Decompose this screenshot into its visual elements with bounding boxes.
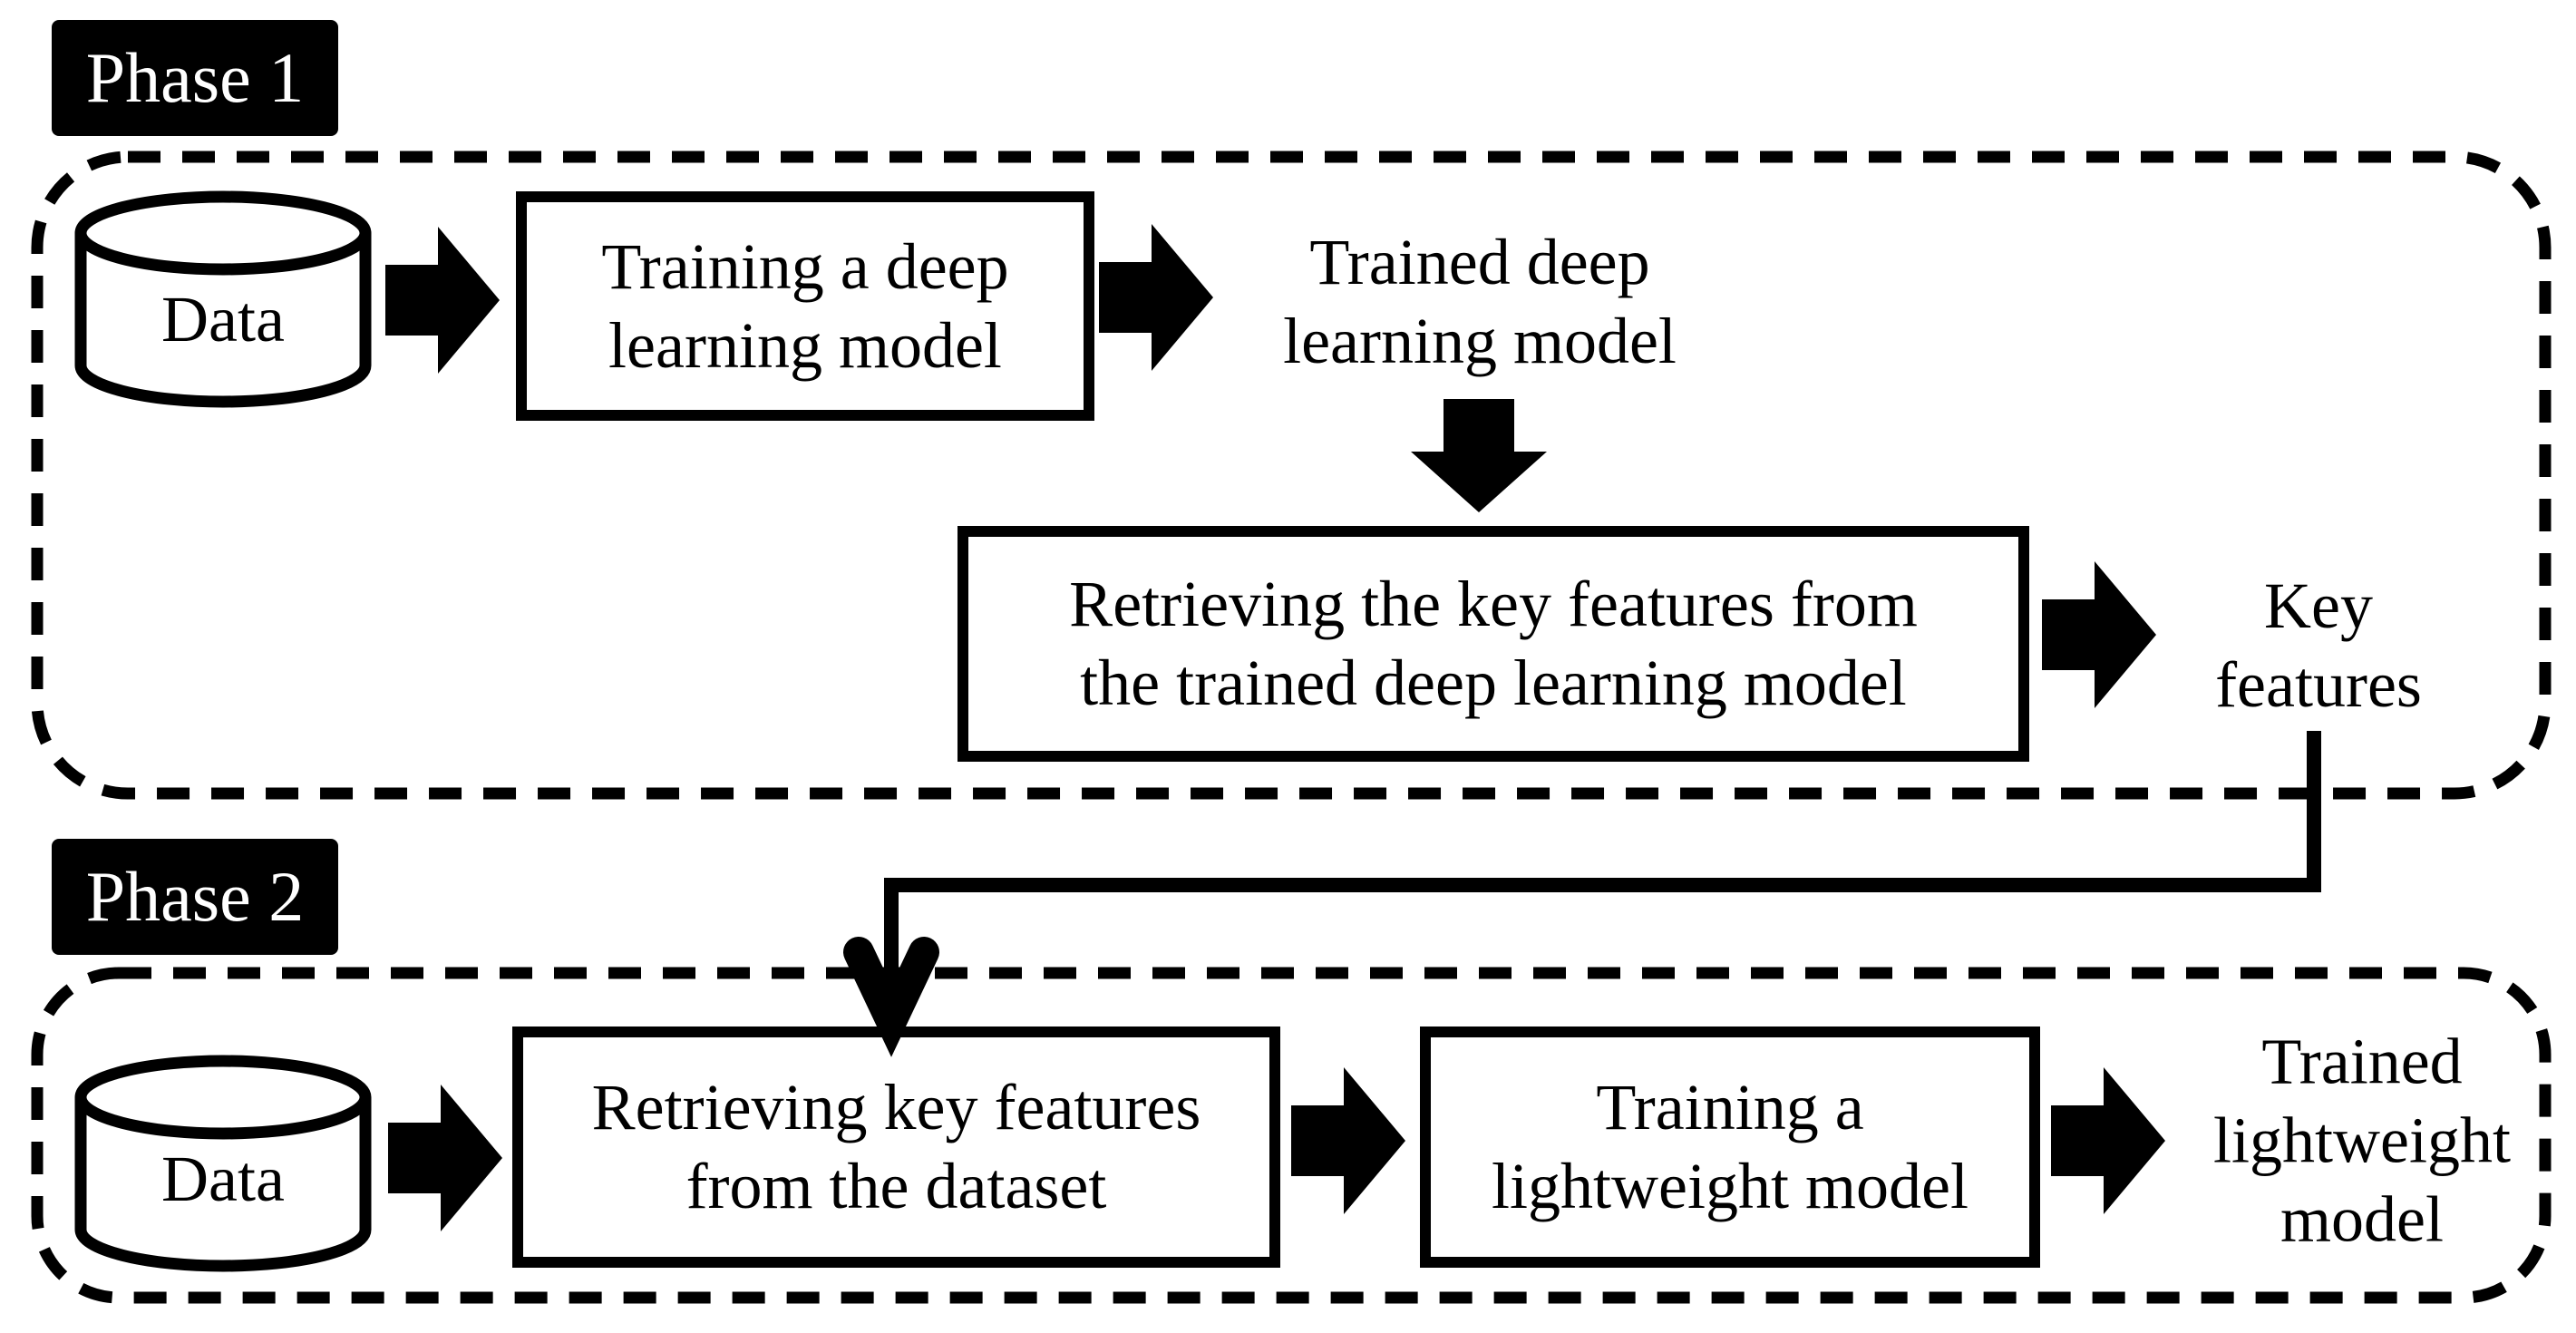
- phase1-dashed-container: [31, 151, 2552, 800]
- block-arrow-down-icon: [1411, 399, 1547, 512]
- phase2-data-label: Data: [161, 1143, 285, 1215]
- phase2-training-lightweight-model-box: Training a lightweight model: [1420, 1027, 2040, 1268]
- phase2-retrieving-key-features-text: Retrieving key features from the dataset: [591, 1071, 1201, 1222]
- block-arrow-icon: [1291, 1067, 1405, 1214]
- key-features-label: Key features: [2215, 569, 2422, 721]
- phase2-label-text: Phase 2: [85, 857, 305, 936]
- block-arrow-icon: [388, 1085, 502, 1231]
- phase1-training-deep-model-text: Training a deep learning model: [601, 229, 1009, 382]
- phase2-label: Phase 2: [52, 839, 338, 955]
- phase1-label: Phase 1: [52, 20, 338, 136]
- phase1-data-label: Data: [161, 283, 285, 355]
- trained-lightweight-model-label: Trained lightweight model: [2213, 1025, 2511, 1256]
- phase2-retrieving-key-features-box: Retrieving key features from the dataset: [512, 1027, 1280, 1268]
- phase1-retrieving-key-features-text: Retrieving the key features from the tra…: [1069, 568, 1918, 719]
- block-arrow-icon: [2042, 561, 2156, 708]
- trained-deep-model-label: Trained deep learning model: [1283, 226, 1677, 377]
- phase1-label-text: Phase 1: [85, 38, 305, 117]
- database-cylinder-icon: [74, 190, 372, 408]
- phase1-training-deep-model-box: Training a deep learning model: [516, 191, 1094, 421]
- block-arrow-icon: [1099, 224, 1213, 371]
- phase1-retrieving-key-features-box: Retrieving the key features from the tra…: [957, 526, 2029, 762]
- block-arrow-icon: [385, 227, 500, 374]
- block-arrow-icon: [2051, 1067, 2165, 1214]
- phase2-training-lightweight-model-text: Training a lightweight model: [1492, 1071, 1968, 1222]
- database-cylinder-icon: [74, 1055, 372, 1272]
